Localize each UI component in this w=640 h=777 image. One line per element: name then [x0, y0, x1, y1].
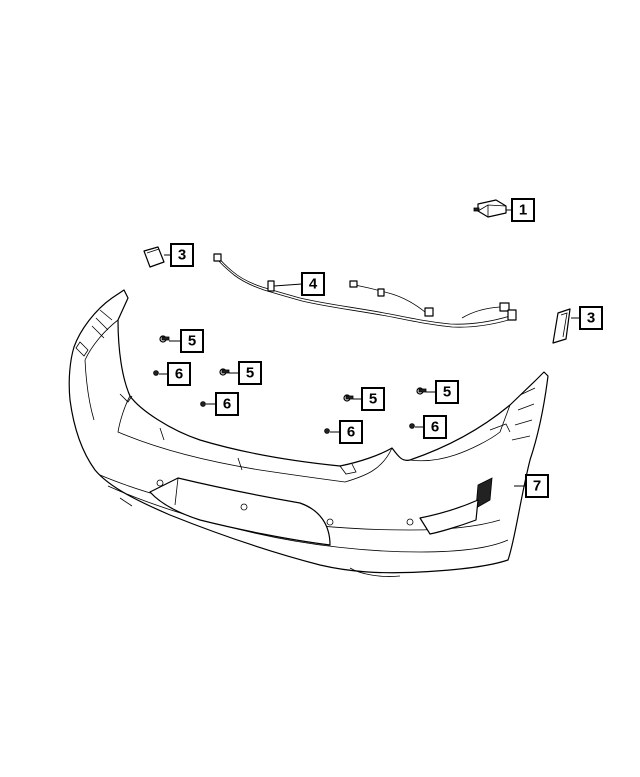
svg-text:5: 5: [188, 333, 196, 350]
callout-5-b: 5: [238, 361, 262, 385]
callout-3-left: 3: [170, 243, 194, 267]
retainer-part: [153, 370, 415, 434]
sensor-part: [159, 335, 427, 402]
callout-7: 7: [525, 474, 549, 498]
svg-text:7: 7: [533, 478, 541, 495]
rear-fascia-part: [68, 289, 549, 577]
module-part: [473, 199, 507, 218]
callout-1: 1: [511, 198, 535, 222]
svg-text:5: 5: [443, 384, 451, 401]
right-bracket-part: [552, 308, 571, 344]
callout-4: 4: [301, 272, 325, 296]
svg-text:3: 3: [178, 247, 186, 264]
callout-6-a: 6: [167, 362, 191, 386]
svg-text:6: 6: [223, 396, 231, 413]
callout-5-d: 5: [435, 380, 459, 404]
callout-6-c: 6: [339, 420, 363, 444]
svg-text:5: 5: [246, 365, 254, 382]
callout-5-a: 5: [180, 329, 204, 353]
left-bracket-part: [143, 246, 165, 268]
svg-text:6: 6: [347, 424, 355, 441]
svg-text:5: 5: [369, 391, 377, 408]
wiring-harness-part: [213, 253, 517, 328]
callout-6-d: 6: [423, 415, 447, 439]
svg-text:6: 6: [431, 419, 439, 436]
svg-text:1: 1: [519, 202, 527, 219]
svg-text:6: 6: [175, 366, 183, 383]
callout-3-right: 3: [579, 306, 603, 330]
svg-text:4: 4: [309, 276, 318, 293]
callout-5-c: 5: [361, 387, 385, 411]
callout-6-b: 6: [215, 392, 239, 416]
svg-text:3: 3: [587, 310, 595, 327]
leader-lines: [159, 209, 580, 487]
